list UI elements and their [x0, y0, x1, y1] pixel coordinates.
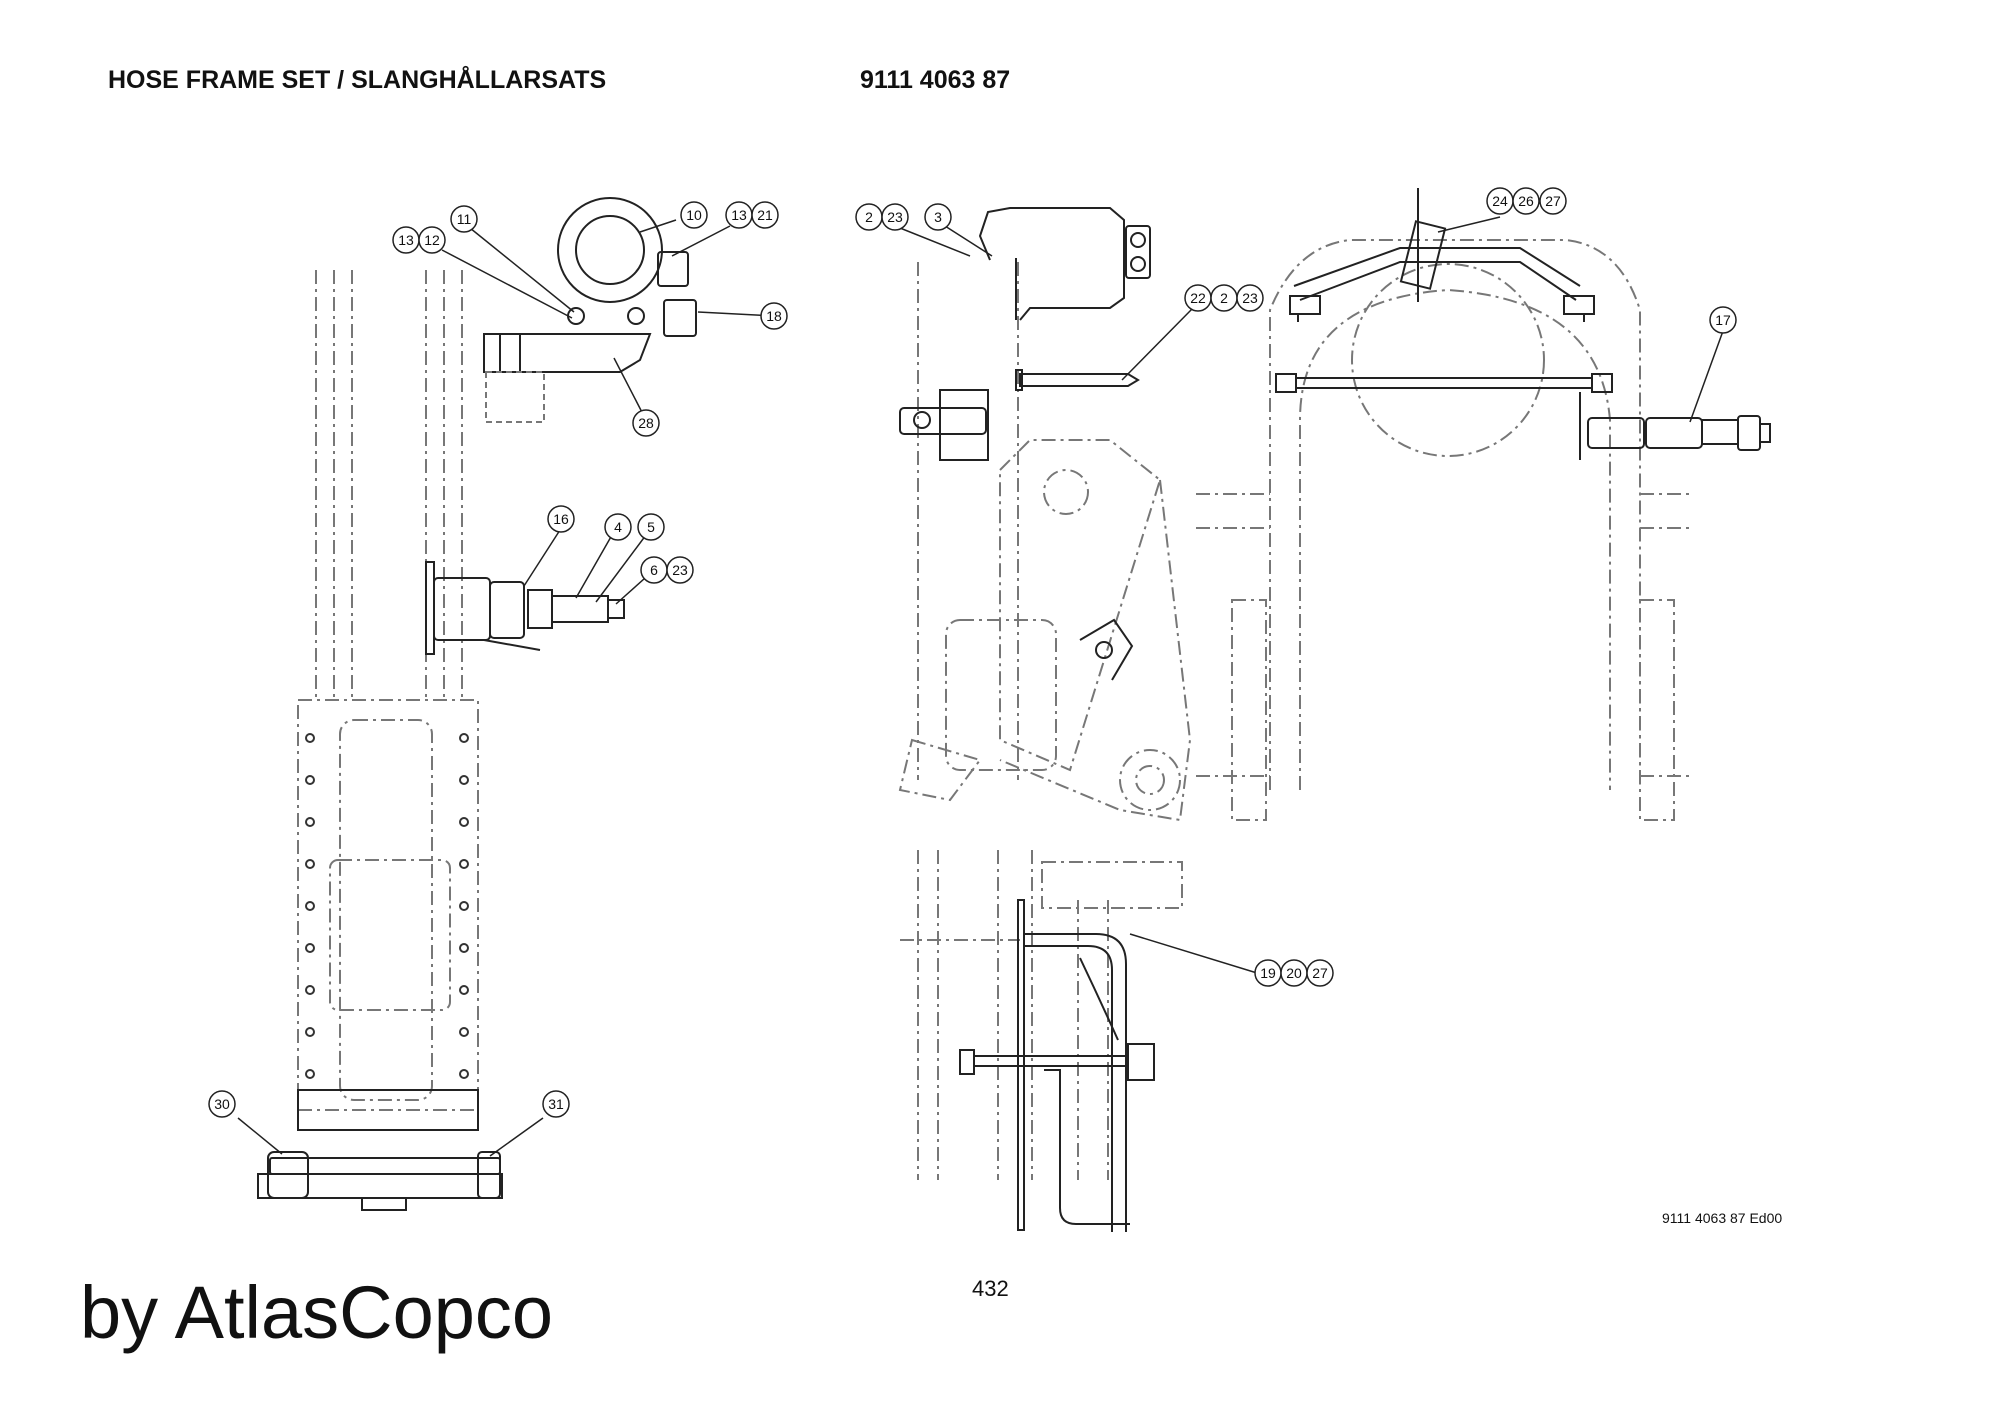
callouts [208, 187, 1737, 1118]
callout-2: 2 [865, 209, 873, 225]
center-view-hidden [898, 262, 1192, 822]
drawing-reference: 9111 4063 87 Ed00 [1662, 1210, 1783, 1226]
callout-balloon [1539, 187, 1567, 215]
callout-23: 23 [672, 562, 688, 578]
base-plate [257, 1089, 503, 1211]
detail-hidden [900, 850, 1183, 1180]
callout-28: 28 [638, 415, 654, 431]
left-view [297, 270, 479, 1111]
callout-balloon [547, 505, 575, 533]
callout-balloon [542, 1090, 570, 1118]
callout-3: 3 [934, 209, 942, 225]
callout-19: 19 [1260, 965, 1276, 981]
callout-31: 31 [548, 1096, 564, 1112]
callout-balloon [881, 203, 909, 231]
callout-23: 23 [887, 209, 903, 225]
mount-holes [305, 733, 469, 1079]
callout-balloon [208, 1090, 236, 1118]
callout-5: 5 [647, 519, 655, 535]
callout-balloon [632, 409, 660, 437]
callout-30: 30 [214, 1096, 230, 1112]
page-title: HOSE FRAME SET / SLANGHÅLLARSATS [108, 66, 607, 94]
hose-pin [1015, 369, 1140, 391]
callout-balloon [418, 226, 446, 254]
callout-4: 4 [614, 519, 622, 535]
hose-fitting [425, 561, 625, 655]
callout-24: 24 [1492, 193, 1508, 209]
callout-11: 11 [457, 211, 472, 227]
callout-balloon [1306, 959, 1334, 987]
callout-27: 27 [1312, 965, 1328, 981]
callout-21: 21 [757, 207, 773, 223]
callout-10: 10 [686, 207, 702, 223]
callout-2: 2 [1220, 290, 1228, 306]
callout-balloon [924, 203, 952, 231]
callout-18: 18 [766, 308, 782, 324]
callout-balloon [450, 205, 478, 233]
part-number: 9111 4063 87 [860, 66, 1011, 94]
callout-balloon [751, 201, 779, 229]
side-hose-fitting [1587, 415, 1771, 451]
brand-watermark: by AtlasCopco [80, 1271, 554, 1354]
detail-bracket [959, 899, 1155, 1232]
callout-balloon [1236, 284, 1264, 312]
callout-22: 22 [1190, 290, 1206, 306]
callout-27: 27 [1545, 193, 1561, 209]
callout-26: 26 [1518, 193, 1534, 209]
callout-labels: 2 23 3 22 2 23 24 26 27 17 11 10 13 21 1… [214, 193, 1731, 1112]
cross-bar [1275, 373, 1613, 460]
callout-balloon [666, 556, 694, 584]
callout-balloon [760, 302, 788, 330]
callout-balloon [604, 513, 632, 541]
callout-balloon [680, 201, 708, 229]
pivot-lug [1079, 618, 1134, 681]
callout-13: 13 [398, 232, 414, 248]
page-number: 432 [972, 1276, 1009, 1301]
right-view-hidden [1196, 239, 1690, 821]
callout-balloon [637, 513, 665, 541]
callout-23: 23 [1242, 290, 1258, 306]
callout-6: 6 [650, 562, 658, 578]
callout-balloon [1709, 306, 1737, 334]
callout-13: 13 [731, 207, 747, 223]
callout-12: 12 [424, 232, 440, 248]
upper-hose-bow [1289, 188, 1595, 322]
leader-lines [237, 216, 1724, 1157]
callout-17: 17 [1715, 312, 1731, 328]
callout-balloon [1512, 187, 1540, 215]
callout-16: 16 [553, 511, 569, 527]
hose-holder-top [899, 207, 1151, 461]
callout-20: 20 [1286, 965, 1302, 981]
clamp-assembly [483, 197, 697, 423]
